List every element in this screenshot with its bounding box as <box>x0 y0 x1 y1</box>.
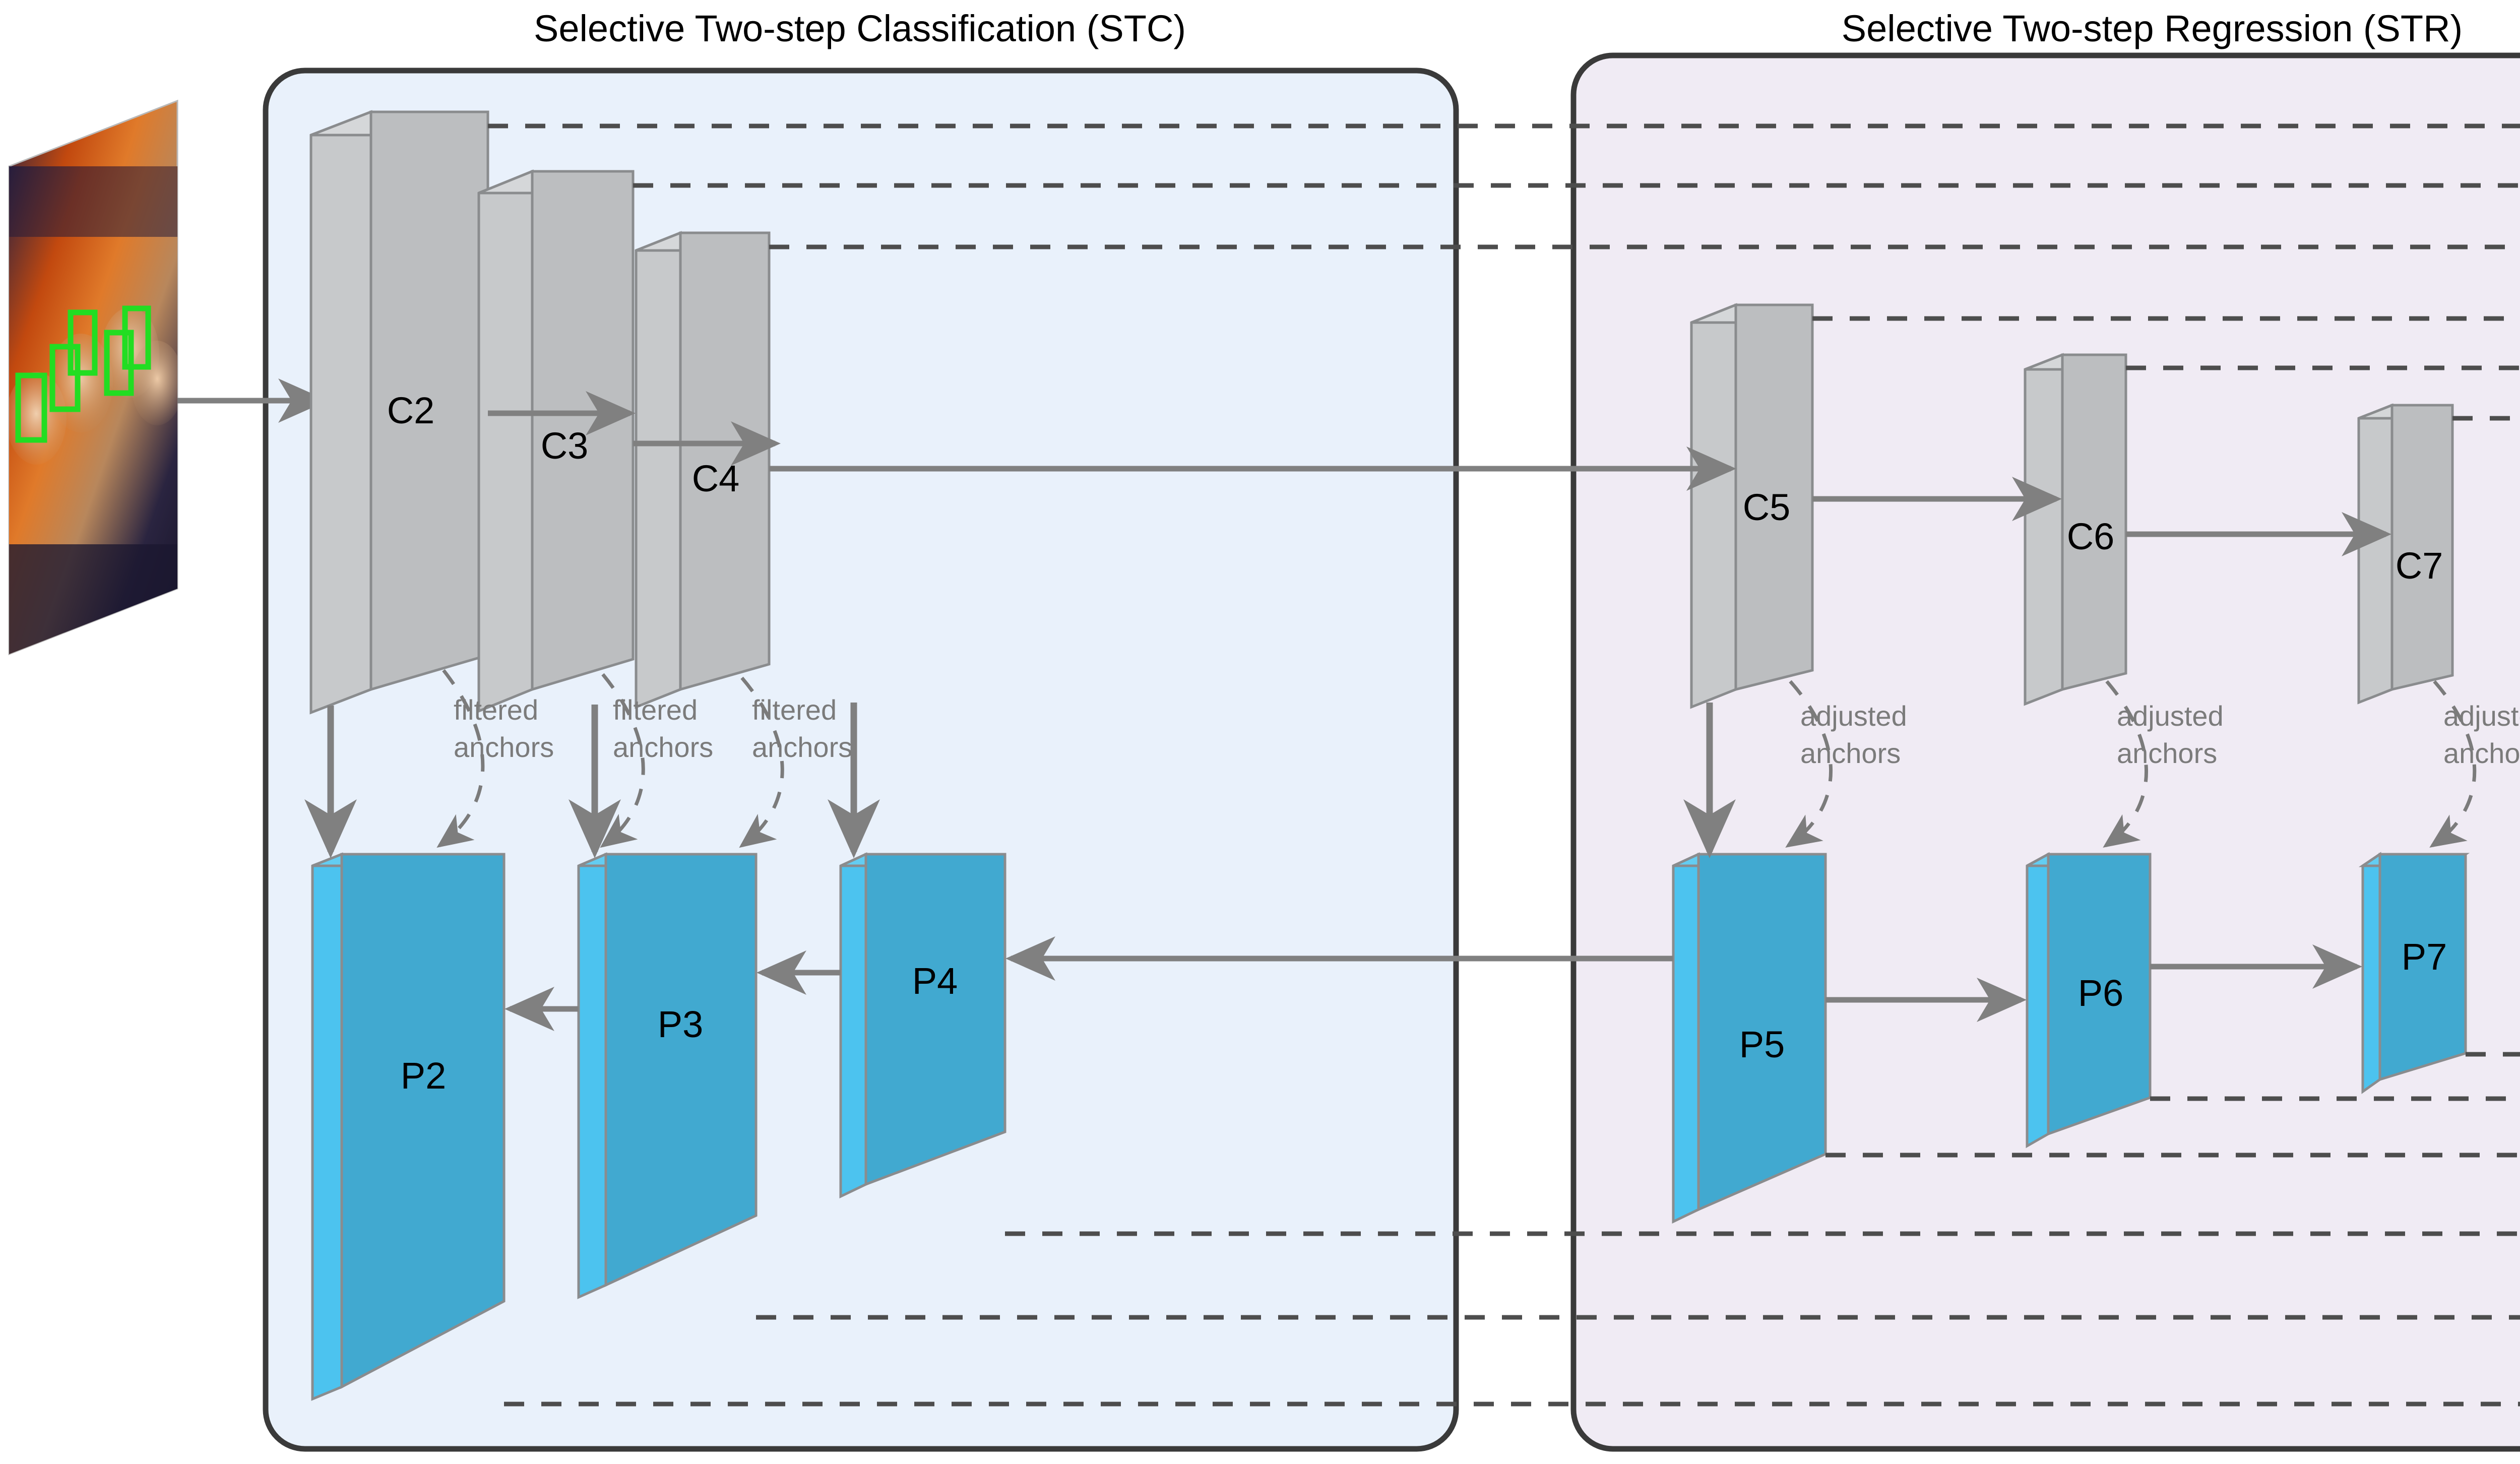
block-c3: C3 <box>477 169 635 713</box>
block-label-p2: P2 <box>401 1055 447 1097</box>
svg-text:adjusted: adjusted <box>2443 700 2520 732</box>
svg-text:anchors: anchors <box>1800 737 1901 769</box>
block-p4: P4 <box>839 852 1006 1198</box>
svg-text:adjusted: adjusted <box>2117 700 2224 732</box>
group-title-stc: Selective Two-step Classification (STC) <box>534 8 1186 49</box>
pyramid-flow-arrows <box>505 936 2362 1031</box>
anno-adjusted-c7: adjusted anchors <box>2443 700 2520 769</box>
block-c6: C6 <box>2024 353 2127 706</box>
block-label-p6: P6 <box>2078 972 2124 1014</box>
curve-c2-p2 <box>436 669 485 848</box>
svg-text:anchors: anchors <box>2443 737 2520 769</box>
block-p2: P2 <box>311 852 506 1401</box>
svg-text:anchors: anchors <box>454 731 554 763</box>
backbone-flow-arrows <box>488 391 2391 556</box>
block-label-c2: C2 <box>387 390 435 431</box>
anno-adjusted-c6: adjusted anchors <box>2117 700 2224 769</box>
block-label-p4: P4 <box>912 960 958 1002</box>
block-label-c7: C7 <box>2396 545 2443 587</box>
block-c7: C7 <box>2357 403 2454 705</box>
anchor-transfer-curves <box>436 669 2477 848</box>
curve-c4-p4 <box>739 676 784 848</box>
input-image <box>8 99 328 656</box>
curve-c6-p6 <box>2103 680 2148 848</box>
anno-filtered-c4: filtered anchors <box>752 694 852 763</box>
block-c2: C2 <box>309 110 489 715</box>
svg-text:filtered: filtered <box>752 694 837 726</box>
group-container-str <box>1570 52 2520 1452</box>
anno-filtered-c2: filtered anchors <box>454 694 554 763</box>
anno-filtered-c3: filtered anchors <box>613 694 713 763</box>
svg-text:anchors: anchors <box>752 731 852 763</box>
block-p3: P3 <box>577 852 758 1299</box>
block-p7: P7 <box>2358 852 2470 1094</box>
detection-boxes <box>15 305 151 443</box>
curve-c3-p3 <box>600 673 645 848</box>
block-label-p3: P3 <box>658 1003 704 1045</box>
block-label-c4: C4 <box>692 458 740 499</box>
svg-text:filtered: filtered <box>454 694 538 726</box>
block-c5: C5 <box>1690 303 1814 709</box>
curve-c5-p5 <box>1785 680 1833 848</box>
block-label-c3: C3 <box>541 425 589 467</box>
block-label-c5: C5 <box>1743 486 1791 528</box>
block-label-p7: P7 <box>2402 936 2447 978</box>
svg-text:anchors: anchors <box>2117 737 2217 769</box>
anchor-annotations: filtered anchors filtered anchors filter… <box>454 694 2520 769</box>
block-c4: C4 <box>635 231 771 709</box>
block-label-p5: P5 <box>1739 1024 1785 1065</box>
group-title-str: Selective Two-step Regression (STR) <box>1842 8 2463 49</box>
anno-adjusted-c5: adjusted anchors <box>1800 700 1907 769</box>
svg-text:anchors: anchors <box>613 731 713 763</box>
svg-text:filtered: filtered <box>613 694 698 726</box>
lateral-connection-arrows <box>304 703 1736 858</box>
block-p6: P6 <box>2026 852 2152 1149</box>
curve-c7-p7 <box>2429 680 2477 848</box>
svg-text:adjusted: adjusted <box>1800 700 1907 732</box>
rfe-feed-lines <box>488 123 2520 1407</box>
block-label-c6: C6 <box>2067 516 2115 557</box>
